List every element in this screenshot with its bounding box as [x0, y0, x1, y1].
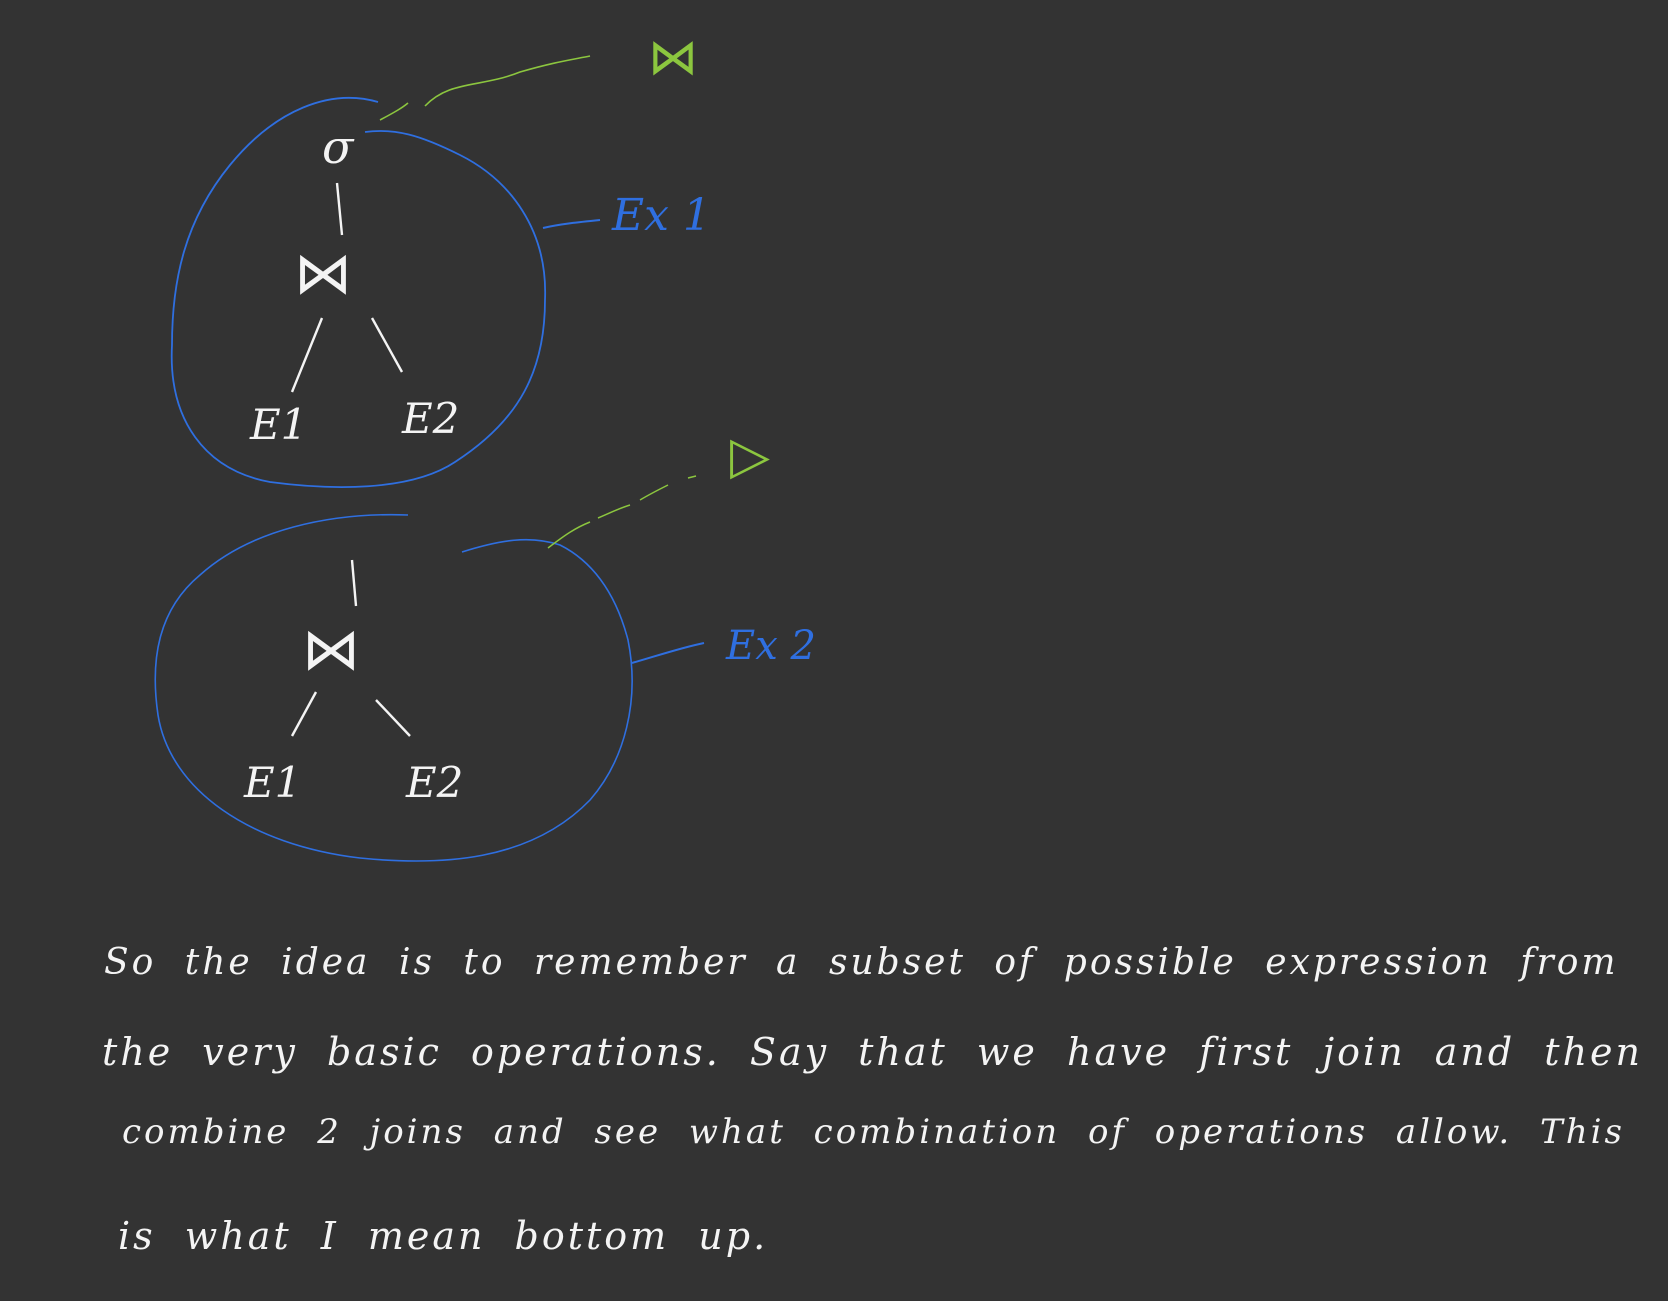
tree1-blue-leader [542, 219, 601, 229]
tree2-left-leaf: E1 [244, 758, 302, 807]
tree2-edge-right [375, 699, 411, 737]
tree2-blue-leader [631, 642, 705, 664]
tree1-green-join-symbol: ⋈ [648, 28, 698, 86]
tree2-join-symbol: ⋈ [302, 615, 360, 683]
tree2-edge-left [290, 691, 318, 737]
tree2-edge-root [350, 559, 358, 607]
tree1-edge-left [290, 317, 324, 393]
tree1-join-symbol: ⋈ [294, 239, 352, 307]
tree1-root-sigma: σ [322, 120, 354, 174]
tree2-green-symbol: ▷ [730, 426, 770, 486]
tree1-label: Ex 1 [612, 190, 711, 241]
tree1-edge-right [370, 317, 404, 373]
note-line-4: is what I mean bottom up. [118, 1214, 769, 1258]
tree2-outline [154, 513, 633, 862]
tree1-right-leaf: E2 [402, 394, 460, 443]
tree1-green-leader [379, 55, 591, 121]
note-line-3: combine 2 joins and see what combination… [122, 1112, 1625, 1152]
tree2-label: Ex 2 [726, 623, 816, 669]
tree1-edge-root [335, 182, 344, 236]
tree2-right-leaf: E2 [406, 758, 464, 807]
note-line-1: So the idea is to remember a subset of p… [104, 942, 1619, 983]
tree1-left-leaf: E1 [250, 400, 308, 449]
tree2-green-leader [547, 475, 697, 549]
note-line-2: the very basic operations. Say that we h… [102, 1030, 1644, 1074]
tree1-outline [170, 97, 546, 488]
